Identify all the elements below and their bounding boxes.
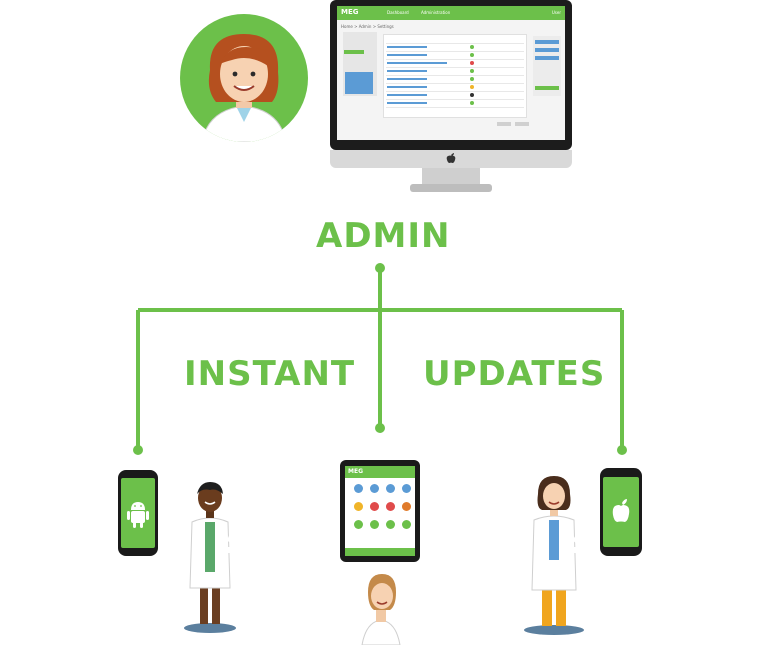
android-phone-screen: [121, 478, 155, 548]
table-row[interactable]: [386, 51, 524, 52]
row-link[interactable]: [387, 78, 427, 80]
tablet-logo: MEG: [348, 468, 363, 475]
sidebar-active-item[interactable]: [344, 50, 364, 54]
breadcrumb: Home > Admin > Settings: [341, 24, 394, 29]
panel-button-green[interactable]: [535, 86, 559, 90]
row-link[interactable]: [387, 46, 427, 48]
app-tile-icon[interactable]: [354, 520, 363, 529]
table-row[interactable]: [386, 43, 524, 44]
iphone: [600, 468, 642, 556]
staff-figure-right: [524, 476, 584, 635]
app-tile-icon[interactable]: [354, 502, 363, 511]
app-tile-icon[interactable]: [354, 484, 363, 493]
row-link[interactable]: [387, 86, 427, 88]
dashboard-table: [383, 34, 527, 118]
monitor-foot: [410, 184, 492, 192]
desktop-monitor: MEG Dashboard Administration User Home >…: [330, 0, 572, 192]
panel-button[interactable]: [535, 40, 559, 44]
app-tile-icon[interactable]: [386, 520, 395, 529]
admin-label: ADMIN: [316, 216, 451, 256]
status-dot: [470, 93, 474, 97]
tablet-node-dot: [375, 423, 385, 433]
monitor-bezel: MEG Dashboard Administration User Home >…: [330, 0, 572, 150]
table-row[interactable]: [386, 59, 524, 60]
status-dot: [470, 69, 474, 73]
app-tile-icon[interactable]: [386, 502, 395, 511]
row-link[interactable]: [387, 62, 447, 64]
table-row[interactable]: [386, 91, 524, 92]
table-row[interactable]: [386, 107, 524, 108]
table-row[interactable]: [386, 75, 524, 76]
dashboard-nav-item[interactable]: Dashboard: [387, 10, 409, 15]
status-dot: [470, 85, 474, 89]
table-row[interactable]: [386, 67, 524, 68]
row-link[interactable]: [387, 70, 427, 72]
panel-button[interactable]: [535, 48, 559, 52]
row-link[interactable]: [387, 94, 427, 96]
updates-label: UPDATES: [423, 354, 606, 394]
staff-figure-center: [361, 574, 401, 645]
instant-label: INSTANT: [184, 354, 356, 394]
apple-icon: [612, 499, 630, 522]
status-dot: [470, 101, 474, 105]
row-link[interactable]: [387, 102, 427, 104]
footer-button[interactable]: [497, 122, 511, 126]
monitor-stand: [422, 168, 480, 186]
android-phone: [118, 470, 158, 556]
apple-icon: [446, 153, 456, 163]
tablet-topbar: MEG: [345, 466, 415, 478]
iphone-node-dot: [617, 445, 627, 455]
panel-button[interactable]: [535, 56, 559, 60]
app-tile-icon[interactable]: [402, 520, 411, 529]
admin-dashboard-screen: MEG Dashboard Administration User Home >…: [337, 6, 565, 140]
footer-button[interactable]: [515, 122, 529, 126]
android-icon: [127, 502, 149, 528]
status-dot: [470, 77, 474, 81]
row-link[interactable]: [387, 54, 427, 56]
table-row[interactable]: [386, 83, 524, 84]
staff-figure-left: [184, 482, 239, 633]
tablet-bottom-bar: [345, 548, 415, 556]
admin-node-dot: [375, 263, 385, 273]
admin-avatar: [180, 14, 308, 142]
app-tile-icon[interactable]: [402, 484, 411, 493]
dashboard-user-menu[interactable]: User: [551, 10, 561, 15]
dashboard-topbar: MEG Dashboard Administration User: [337, 6, 565, 20]
tablet-device: MEG: [340, 460, 420, 562]
app-tile-icon[interactable]: [386, 484, 395, 493]
table-row[interactable]: [386, 99, 524, 100]
status-dot: [470, 53, 474, 57]
sidebar-panel[interactable]: [345, 72, 373, 94]
app-tile-icon[interactable]: [370, 520, 379, 529]
iphone-screen: [603, 477, 639, 547]
dashboard-logo: MEG: [341, 8, 359, 16]
app-tile-icon[interactable]: [370, 484, 379, 493]
status-dot: [470, 45, 474, 49]
app-tile-icon[interactable]: [402, 502, 411, 511]
tablet-screen: MEG: [345, 466, 415, 556]
dashboard-nav-item[interactable]: Administration: [421, 10, 451, 15]
app-tile-icon[interactable]: [370, 502, 379, 511]
android-node-dot: [133, 445, 143, 455]
status-dot: [470, 61, 474, 65]
